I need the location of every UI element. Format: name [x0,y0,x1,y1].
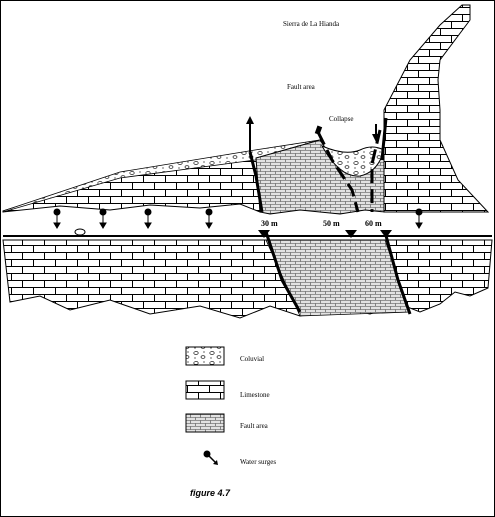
legend-label-limestone: Limestone [240,391,270,399]
label-collapse: Collapse [329,115,354,123]
upper-section [2,4,490,215]
water-surge-icon [203,450,218,465]
label-fault-area: Fault area [287,83,316,91]
legend-swatch-fault-area [185,413,225,433]
legend-label-water-surges: Water surges [240,458,276,466]
legend: Coluvial Limestone Fault area Water surg… [185,346,276,466]
limestone-mountain [383,4,490,213]
label-sierra: Sierra de La Hianda [283,20,340,28]
label-60m: 60 m [365,219,382,228]
label-50m: 50 m [323,219,340,228]
legend-label-colluvial: Coluvial [240,355,264,363]
figure-caption: figure 4.7 [190,488,231,498]
water-surge-markers [53,208,423,236]
legend-swatch-colluvial [185,346,225,366]
diagram-labels: Sierra de La Hianda Fault area Collapse … [261,20,382,228]
legend-label-fault-area: Fault area [240,422,269,430]
limestone-lower [2,239,493,319]
legend-swatch-limestone [185,380,225,400]
lower-section [2,230,493,319]
label-30m: 30 m [261,219,278,228]
